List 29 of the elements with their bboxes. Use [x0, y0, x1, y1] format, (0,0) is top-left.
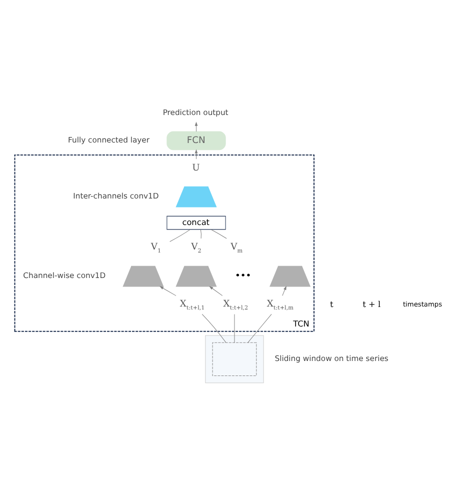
node-text: U	[192, 162, 200, 174]
arrow	[194, 149, 198, 160]
node-text: V$_{m}$	[230, 242, 243, 255]
node-box	[212, 342, 257, 376]
node-trapezoid	[176, 266, 217, 287]
node-trapezoid	[176, 186, 217, 208]
connector	[200, 229, 202, 239]
node-text: X$_{t:t+l,2}$	[223, 298, 248, 312]
label: t	[330, 298, 334, 309]
label: t + l	[362, 298, 381, 309]
cluster	[205, 335, 264, 384]
node-trapezoid	[122, 266, 164, 287]
connector	[202, 314, 226, 343]
node-text: V$_{2}$	[191, 242, 202, 255]
arrow	[159, 286, 176, 296]
node-text: X$_{t:t+l,m}$	[266, 298, 294, 312]
connector	[248, 314, 272, 343]
arrow	[209, 286, 223, 296]
arrow	[194, 122, 198, 132]
label: •••	[234, 270, 252, 282]
connector	[170, 229, 191, 242]
connector	[210, 229, 227, 239]
node-box: FCN	[166, 131, 226, 150]
node-text: V$_{1}$	[150, 242, 162, 255]
node-text: X$_{t:t+l,1}$	[180, 298, 205, 312]
arrow	[282, 286, 286, 296]
node-trapezoid	[270, 266, 311, 287]
connector	[234, 314, 235, 343]
node-box: concat	[166, 216, 226, 230]
